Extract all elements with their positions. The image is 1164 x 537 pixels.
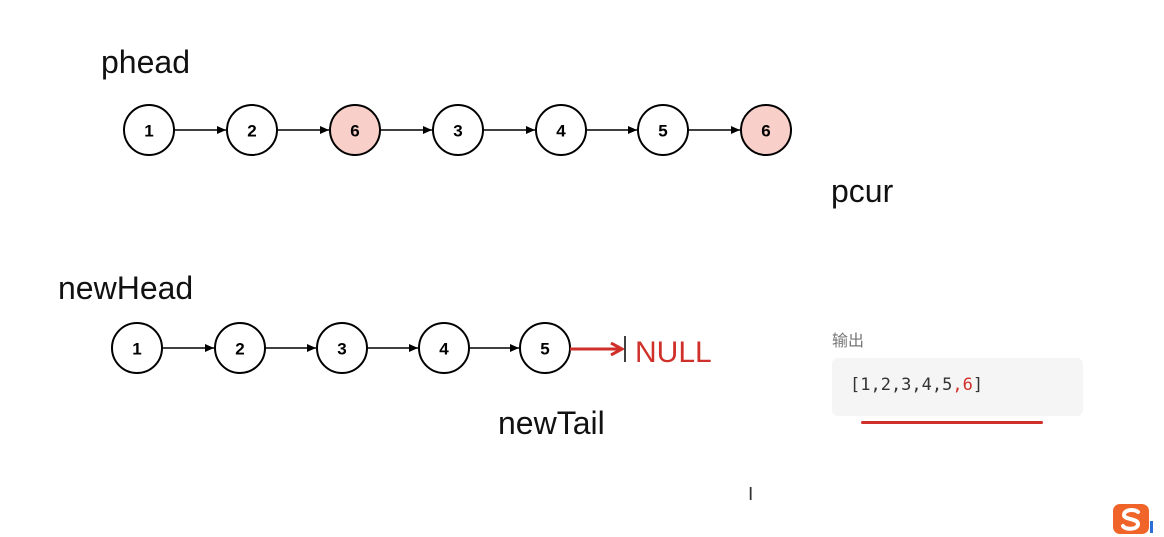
new-node-value: 3 <box>337 340 346 359</box>
new-node-value: 2 <box>235 340 244 359</box>
red-underline <box>861 421 1043 424</box>
output-error-part: ,6 <box>952 375 973 395</box>
newtail-label: newTail <box>498 405 605 441</box>
original-node-value: 4 <box>556 122 566 141</box>
new-node-value: 1 <box>132 340 141 359</box>
original-node-value: 6 <box>761 122 770 141</box>
output-panel: [1,2,3,4,5,6] <box>832 358 1083 416</box>
new-node-value: 4 <box>439 340 449 359</box>
original-list: 1 2 6 3 4 5 6 <box>123 104 792 156</box>
sogou-input-icon[interactable] <box>1113 503 1153 535</box>
original-node-value: 3 <box>453 122 462 141</box>
original-node-value: 6 <box>350 122 359 141</box>
original-node-value: 2 <box>247 122 256 141</box>
text-cursor-icon: I <box>748 484 754 505</box>
newhead-label: newHead <box>58 270 194 306</box>
output-prefix: [1,2,3,4,5 <box>850 375 953 395</box>
original-node-value: 1 <box>144 122 153 141</box>
output-suffix: ] <box>972 375 984 395</box>
new-node-value: 5 <box>540 340 549 359</box>
output-value: [1,2,3,4,5,6] <box>850 375 983 395</box>
null-text: NULL <box>635 336 712 369</box>
pcur-label: pcur <box>831 173 894 209</box>
phead-label: phead <box>101 44 190 80</box>
output-caption: 输出 <box>832 331 865 350</box>
original-node-value: 5 <box>658 122 667 141</box>
new-list: 1 2 3 4 5 <box>111 322 571 374</box>
null-pointer: NULL <box>570 336 712 369</box>
original-node <box>740 104 792 156</box>
